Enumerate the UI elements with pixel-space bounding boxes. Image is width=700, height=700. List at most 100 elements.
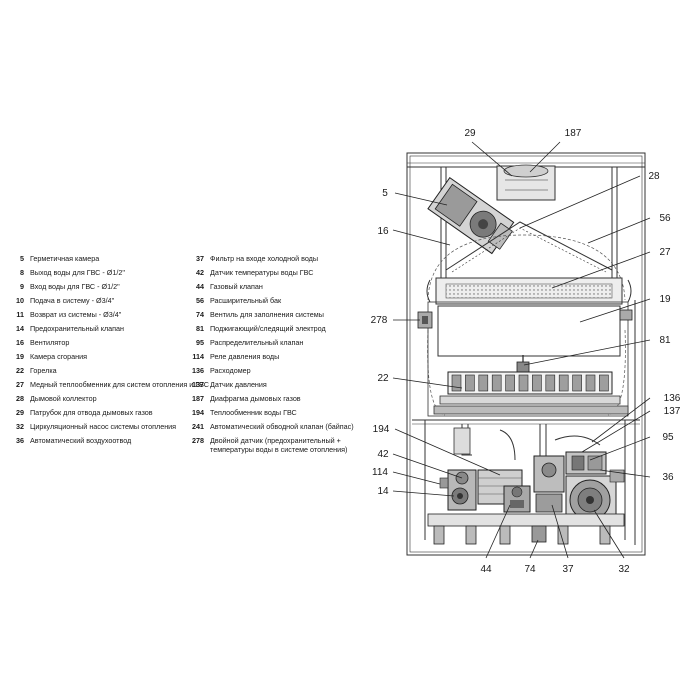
callout-19: 19 (659, 294, 671, 305)
legend-text: Расходомер (210, 366, 251, 375)
legend-text: Распределительный клапан (210, 338, 304, 347)
burner-ramp (451, 374, 462, 392)
burner-ramp (505, 374, 515, 392)
callout-5: 5 (382, 188, 388, 199)
gas-valve (503, 485, 531, 513)
legend-text: Автоматический воздухоотвод (30, 436, 132, 445)
bottom-fittings (427, 513, 625, 545)
legend-number: 42 (196, 268, 204, 277)
legend-text: Поджигающий/следящий электрод (210, 324, 326, 333)
legend-number: 74 (196, 310, 204, 319)
legend-number: 36 (16, 436, 24, 445)
burner-ramp (532, 374, 542, 392)
legend-number: 11 (16, 310, 24, 319)
legend-number: 114 (192, 352, 204, 361)
legend-number: 136 (192, 366, 204, 375)
legend-text: Герметичная камера (30, 254, 100, 263)
burner-ramp (491, 374, 502, 392)
flowmeter-block (533, 455, 565, 513)
legend-number: 32 (16, 422, 24, 431)
burner (433, 371, 629, 415)
legend-text: Датчик температуры воды ГВС (210, 268, 314, 277)
heat-exchanger (426, 277, 632, 305)
callout-95: 95 (662, 432, 674, 443)
burner-ramp (599, 374, 609, 392)
legend-number: 14 (16, 324, 24, 333)
leader-lines (392, 141, 651, 559)
legend-text: Выход воды для ГВС - Ø1/2" (30, 268, 125, 277)
burner-ramp (518, 374, 529, 392)
callout-114: 114 (372, 467, 388, 478)
legend-text: Возврат из системы - Ø3/4" (30, 310, 122, 319)
legend-text: Медный теплообменник для систем отоплени… (30, 380, 209, 389)
boiler-casing (406, 152, 646, 556)
burner-ramp (478, 374, 489, 392)
chamber-sensor (619, 309, 633, 321)
distribution-valve (565, 451, 607, 475)
burner-ramp (465, 374, 475, 392)
boiler-casing-inner (409, 155, 643, 553)
legend-text: Камера сгорания (30, 352, 88, 361)
legend-text: Циркуляционный насос системы отопления (30, 422, 177, 431)
fan-assembly (427, 176, 515, 255)
legend-number: 28 (16, 394, 24, 403)
callout-44: 44 (480, 564, 492, 575)
callout-37: 37 (562, 564, 574, 575)
legend-number: 22 (16, 366, 24, 375)
callout-56: 56 (659, 213, 671, 224)
legend-number: 81 (196, 324, 204, 333)
callout-194: 194 (373, 424, 390, 435)
legend-number: 44 (196, 282, 204, 291)
callout-137: 137 (664, 406, 681, 417)
legend-text: Предохранительный клапан (30, 324, 125, 333)
hydraulic-group-left (439, 469, 477, 511)
callout-27: 27 (659, 247, 671, 258)
burner-ramp (585, 374, 596, 392)
legend-text: Горелка (30, 366, 57, 375)
legend-text: Диафрагма дымовых газов (210, 394, 301, 403)
burner-ramp (545, 374, 556, 392)
legend-number: 187 (192, 394, 204, 403)
legend-number: 241 (192, 422, 204, 431)
legend-number: 194 (192, 408, 204, 417)
legend-text: Двойной датчик (предохранительный +темпе… (210, 436, 347, 454)
callout-28: 28 (648, 171, 660, 182)
legend-text: Расширительный бак (210, 296, 282, 305)
callout-29: 29 (464, 128, 476, 139)
legend-text: Подача в систему - Ø3/4" (30, 296, 115, 305)
callout-278: 278 (371, 315, 388, 326)
callout-81: 81 (659, 335, 671, 346)
expansion-vessel (427, 234, 626, 301)
callout-74: 74 (524, 564, 536, 575)
fill-valve (531, 525, 547, 543)
legend-number: 29 (16, 408, 24, 417)
legend-number: 56 (196, 296, 204, 305)
legend-text: Автоматический обводной клапан (байпас) (210, 422, 354, 431)
legend-number: 16 (16, 338, 24, 347)
legend-text: Патрубок для отвода дымовых газов (30, 408, 153, 417)
callout-22: 22 (377, 373, 389, 384)
legend-number: 137 (192, 380, 204, 389)
legend-text: Датчик давления (210, 380, 267, 389)
legend-text: Реле давления воды (210, 352, 280, 361)
callout-42: 42 (377, 449, 389, 460)
legend-text: Дымовой коллектор (30, 394, 97, 403)
legend-number: 5 (20, 254, 24, 263)
legend-number: 278 (192, 436, 204, 445)
legend-text-line: Двойной датчик (предохранительный + (210, 436, 341, 445)
gas-pipe-block (453, 427, 471, 455)
callout-36: 36 (662, 472, 674, 483)
flue-diaphragm (503, 164, 549, 178)
legend-number: 10 (16, 296, 24, 305)
callout-136: 136 (664, 393, 681, 404)
legend-number: 19 (16, 352, 24, 361)
legend-text: Вентилятор (30, 338, 70, 347)
callout-32: 32 (618, 564, 630, 575)
callout-14: 14 (377, 486, 389, 497)
legend-text: Фильтр на входе холодной воды (210, 254, 319, 263)
legend-text-line: температуры воды в системе отопления) (210, 445, 348, 454)
callout-187: 187 (565, 128, 582, 139)
burner-ramp (558, 374, 569, 392)
legend-number: 27 (16, 380, 24, 389)
